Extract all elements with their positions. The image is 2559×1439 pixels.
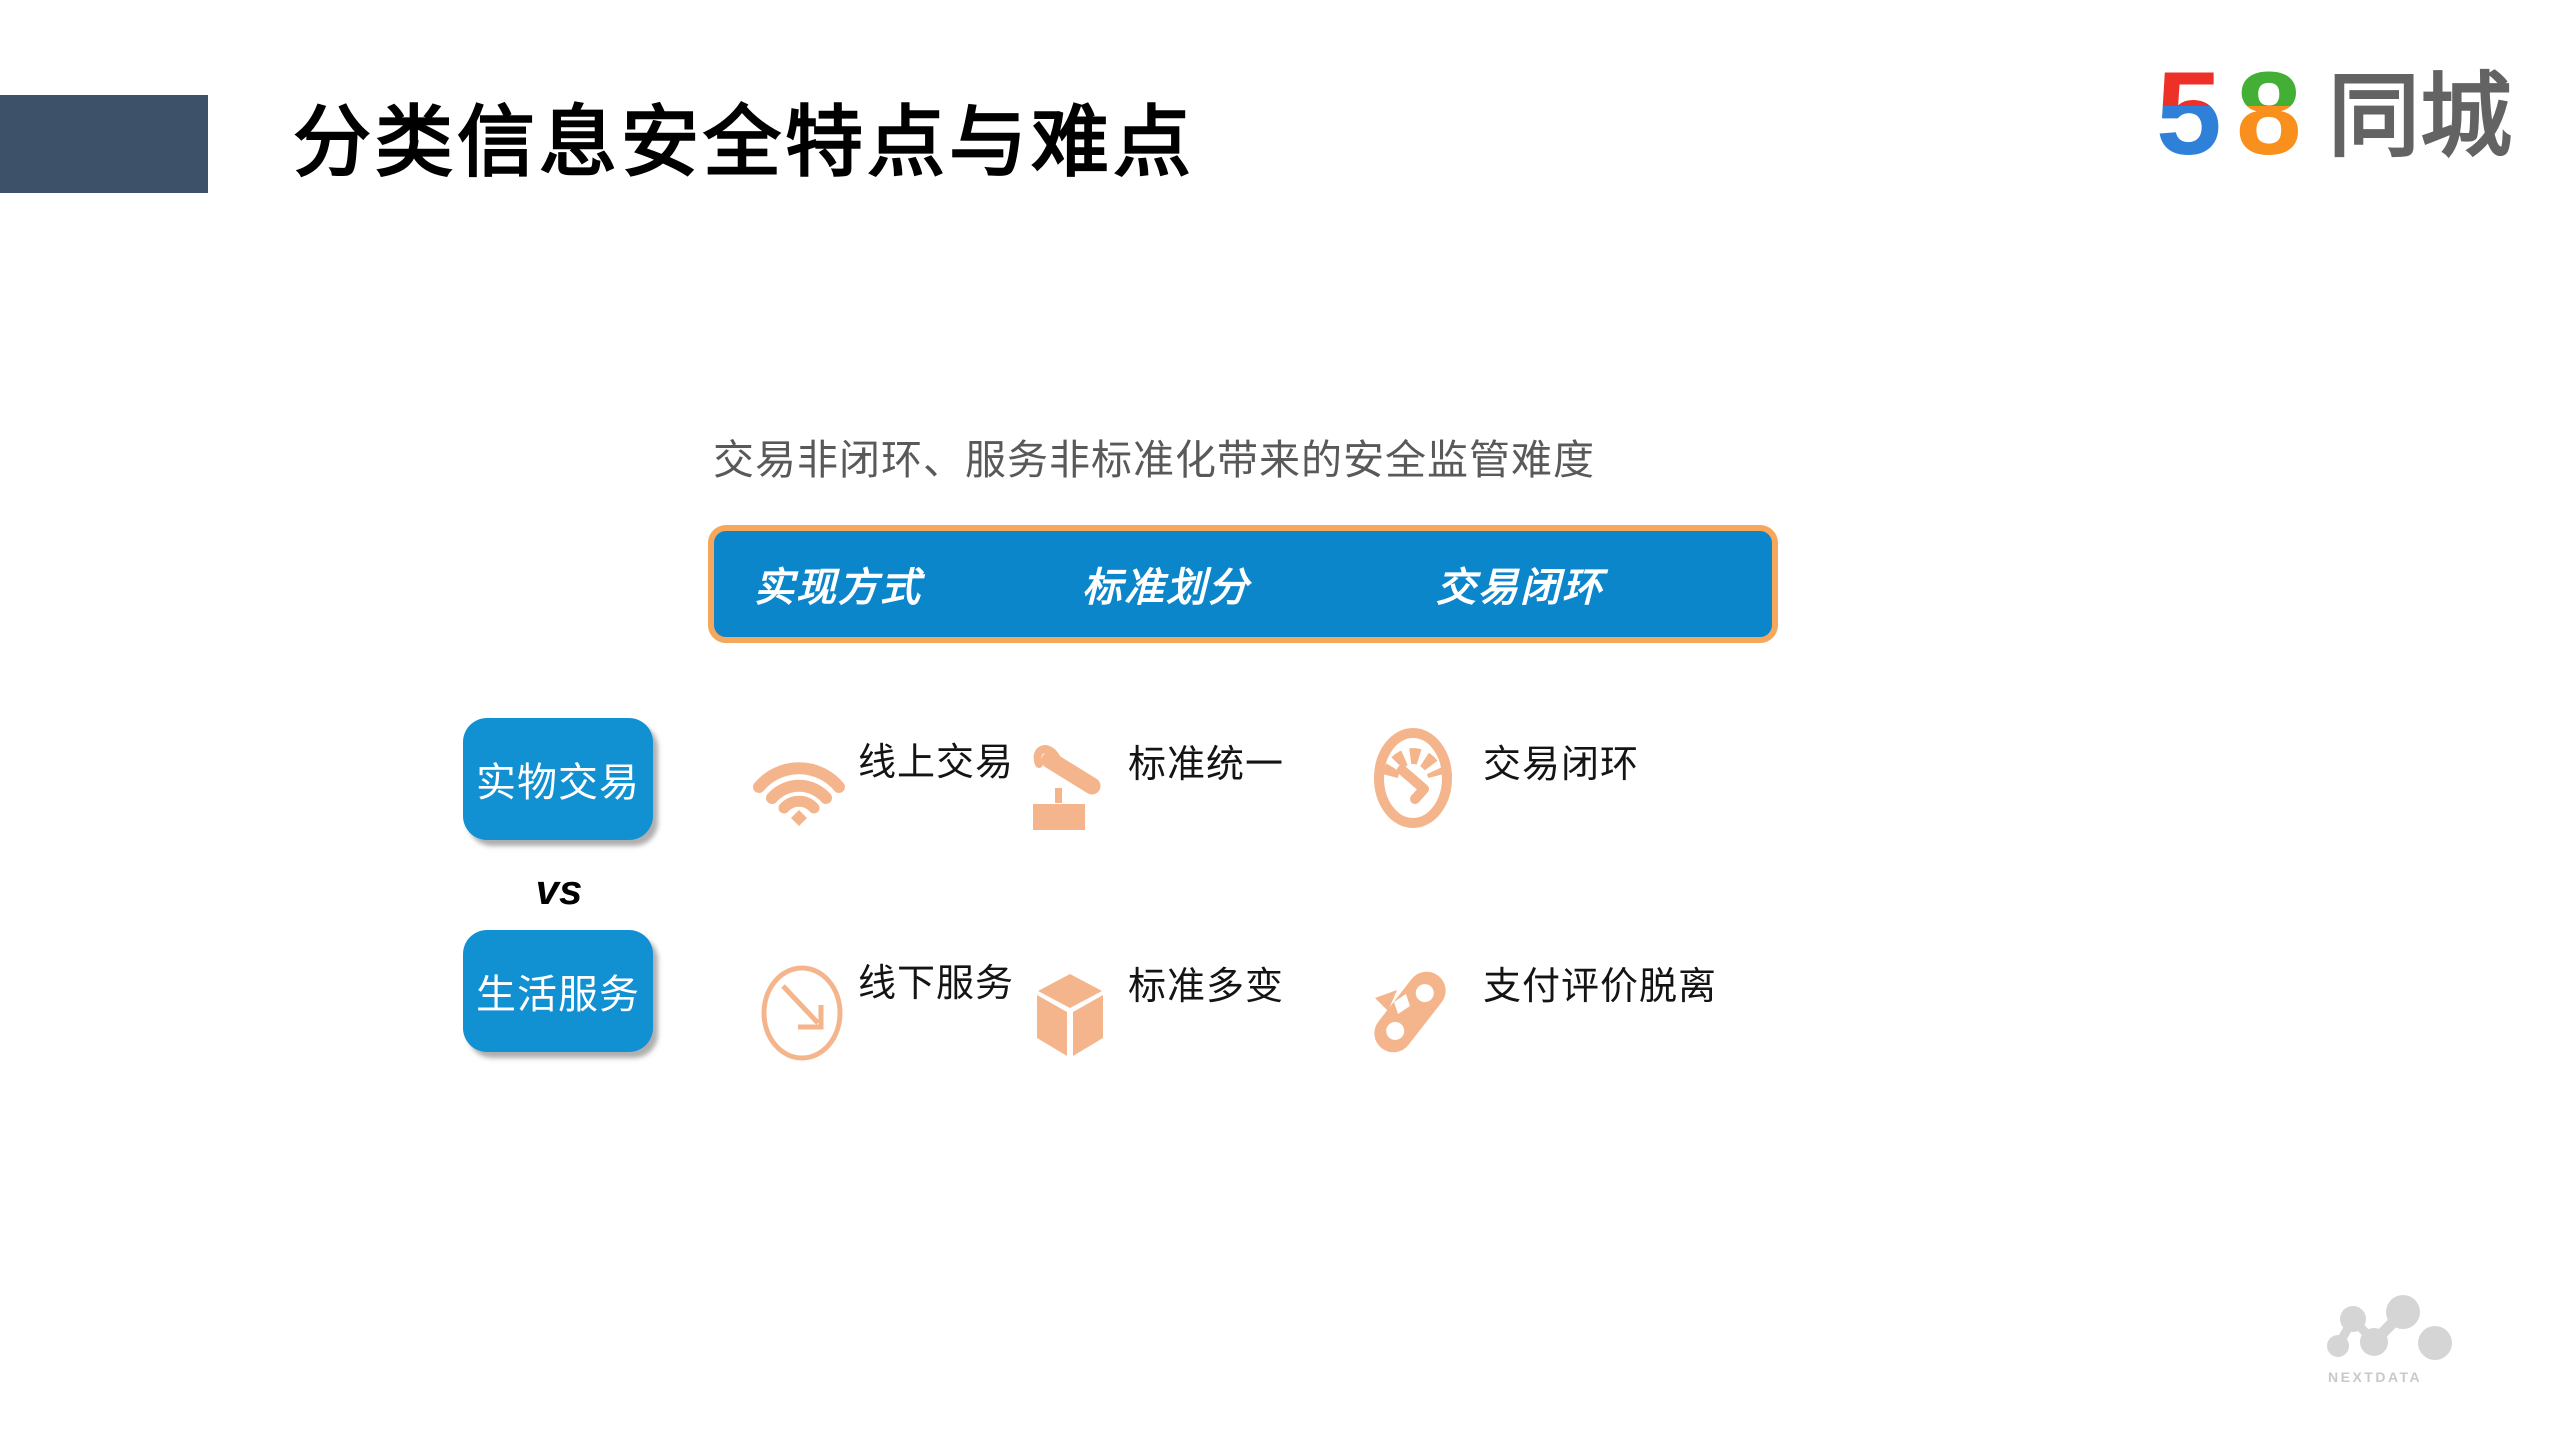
- page-title: 分类信息安全特点与难点: [293, 98, 1196, 186]
- nextdata-watermark-logo: NEXTDATA: [2327, 1295, 2452, 1385]
- offline-service-label: 线下服务: [858, 963, 1015, 1005]
- nextdata-watermark-text: NEXTDATA: [2328, 1369, 2422, 1385]
- standard-variable-label: 标准多变: [1128, 966, 1285, 1008]
- matrix-column-closed-loop: 交易闭环: [1436, 566, 1604, 610]
- physical-trade-button: 实物交易: [463, 718, 653, 840]
- logo-digit-8: 8: [2236, 48, 2302, 170]
- gauge-icon: [1374, 728, 1452, 828]
- life-services-button: 生活服务: [463, 930, 653, 1052]
- matrix-header-bar: 实现方式 标准划分 交易闭环: [708, 525, 1778, 643]
- standard-unified-label: 标准统一: [1128, 744, 1285, 786]
- gavel-icon: [1033, 745, 1101, 830]
- payment-detached-label: 支付评价脱离: [1483, 966, 1718, 1008]
- online-trade-label: 线上交易: [858, 742, 1015, 784]
- matrix-column-standard: 标准划分: [1082, 566, 1250, 610]
- closed-loop-label: 交易闭环: [1483, 744, 1640, 786]
- subtitle: 交易非闭环、服务非标准化带来的安全监管难度: [713, 437, 1595, 483]
- cube-icon: [1037, 974, 1103, 1056]
- broken-link-icon: [1374, 971, 1446, 1053]
- wifi-icon: [753, 762, 845, 826]
- logo-name: 同城: [2328, 66, 2512, 168]
- 58-tongcheng-logo: 5 8 同城: [2156, 48, 2512, 170]
- logo-digit-5: 5: [2156, 48, 2222, 170]
- life-services-label: 生活服务: [476, 973, 640, 1017]
- matrix-column-implementation: 实现方式: [754, 566, 922, 610]
- vs-label: vs: [535, 866, 583, 913]
- arrow-down-right-circle-icon: [761, 965, 843, 1061]
- physical-trade-label: 实物交易: [476, 761, 640, 805]
- title-accent-bar: [0, 95, 208, 193]
